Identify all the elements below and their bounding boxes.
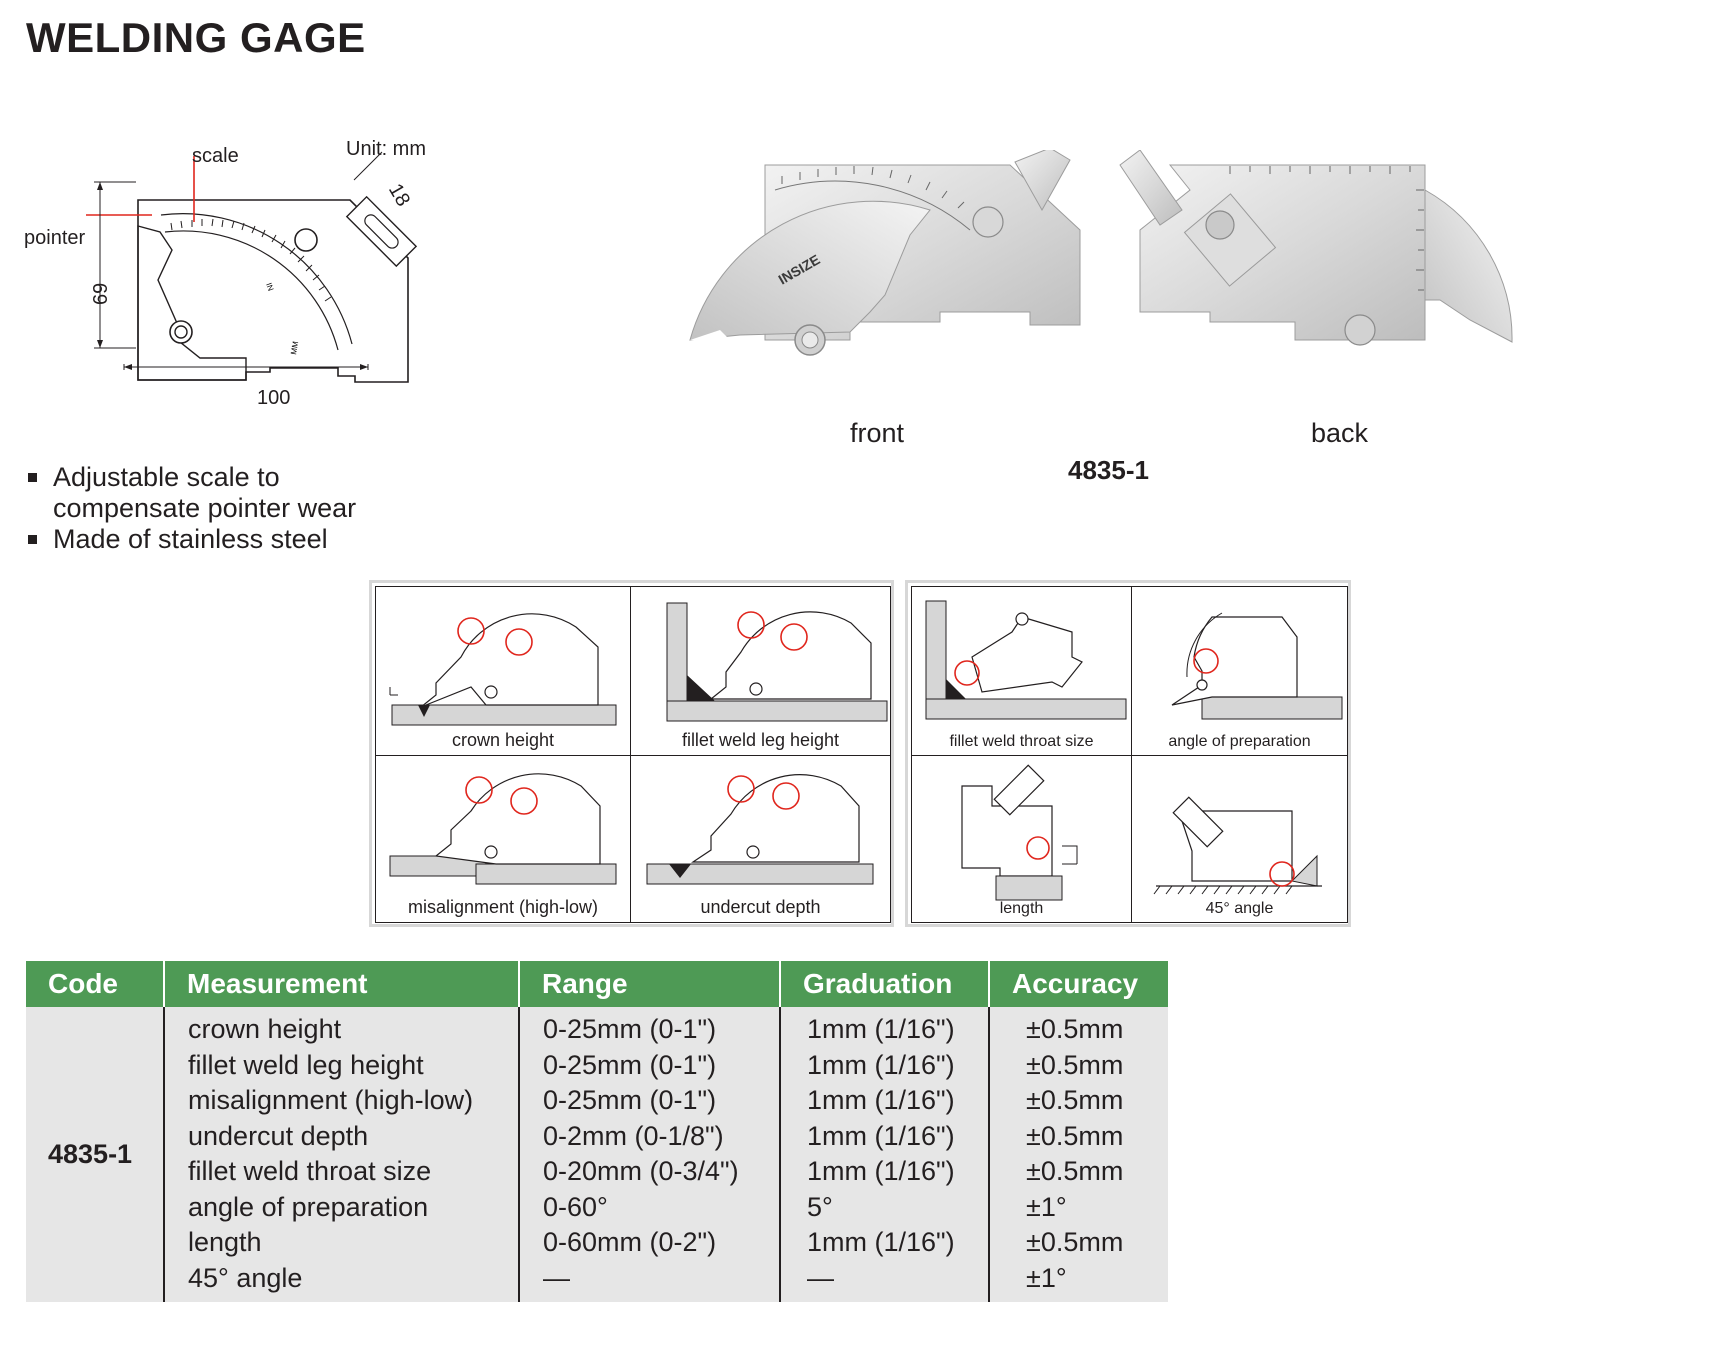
usage-length: length (911, 755, 1132, 923)
page-title: WELDING GAGE (26, 14, 366, 61)
back-caption: back (1311, 418, 1369, 448)
range-value: 0-60° (543, 1191, 608, 1222)
feature-item: Adjustable scale to compensate pointer w… (26, 462, 413, 524)
measurement-value: fillet weld throat size (188, 1156, 432, 1186)
measurement-value: undercut depth (188, 1120, 369, 1151)
unit-label: Unit: mm (346, 138, 426, 160)
usage-misalignment: misalignment (high-low) (375, 755, 631, 923)
accuracy-value: ±0.5mm (1026, 1014, 1124, 1044)
graduation-value: 1mm (1/16") (807, 1085, 955, 1115)
usage-undercut-depth: undercut depth (630, 755, 891, 923)
accuracy-value: ±0.5mm (1026, 1085, 1124, 1115)
measurement-value: fillet weld leg height (188, 1049, 424, 1080)
usage-caption: fillet weld throat size (949, 733, 1094, 750)
graduation-value: 1mm (1/16") (807, 1049, 955, 1080)
header-code: Code (26, 961, 165, 1007)
graduation-value: 1mm (1/16") (807, 1120, 955, 1151)
svg-text:MM: MM (289, 340, 300, 355)
cell-code: 4835-1 (26, 1007, 165, 1302)
graduation-value: 1mm (1/16") (807, 1227, 955, 1257)
back-view (1119, 150, 1513, 346)
measurement-value: crown height (188, 1014, 342, 1044)
accuracy-value: ±0.5mm (1026, 1049, 1124, 1080)
accuracy-value: ±1° (1026, 1262, 1067, 1293)
range-value: — (543, 1262, 570, 1293)
usage-caption: misalignment (high-low) (407, 897, 599, 917)
graduation-value: 1mm (1/16") (807, 1156, 955, 1186)
feature-item: Made of stainless steel (26, 524, 413, 555)
cell-accuracy: ±0.5mm ±0.5mm ±0.5mm ±0.5mm ±0.5mm ±1° ±… (989, 1007, 1168, 1302)
measurement-value: misalignment (high-low) (188, 1085, 474, 1115)
usage-panel-right: fillet weld throat size angle of prepara… (905, 580, 1351, 927)
cell-measurement: crown height fillet weld leg height misa… (164, 1007, 520, 1302)
product-model: 4835-1 (1068, 455, 1149, 485)
range-value: 0-25mm (0-1") (543, 1049, 717, 1080)
usage-fillet-weld-leg-height: fillet weld leg height (630, 586, 891, 756)
accuracy-value: ±0.5mm (1026, 1227, 1124, 1257)
dimension-width: 100 (257, 387, 291, 409)
front-view: INSIZE (689, 150, 1081, 356)
header-graduation: Graduation (780, 961, 990, 1007)
usage-caption: length (999, 900, 1044, 917)
front-caption: front (850, 418, 905, 448)
accuracy-value: ±0.5mm (1026, 1156, 1124, 1186)
svg-text:IN: IN (264, 282, 275, 293)
usage-caption: 45° angle (1205, 900, 1274, 917)
usage-panel-left: crown height fillet weld leg height misa… (369, 580, 894, 927)
usage-fillet-weld-throat-size: fillet weld throat size (911, 586, 1132, 756)
usage-caption: crown height (451, 730, 555, 750)
measurement-value: angle of preparation (188, 1191, 429, 1222)
usage-caption: fillet weld leg height (681, 730, 840, 750)
range-value: 0-25mm (0-1") (543, 1014, 717, 1044)
graduation-value: — (807, 1262, 834, 1293)
measurement-value: 45° angle (188, 1262, 303, 1293)
product-photos: INSIZE (689, 150, 1513, 356)
cell-graduation: 1mm (1/16") 1mm (1/16") 1mm (1/16") 1mm … (780, 1007, 990, 1302)
accuracy-value: ±0.5mm (1026, 1120, 1124, 1151)
accuracy-value: ±1° (1026, 1191, 1067, 1222)
spec-table: Code Measurement Range Graduation Accura… (26, 961, 1168, 1302)
measurement-value: length (188, 1227, 262, 1257)
cell-range: 0-25mm (0-1") 0-25mm (0-1") 0-25mm (0-1"… (519, 1007, 781, 1302)
range-value: 0-2mm (0-1/8") (543, 1120, 724, 1151)
pointer-callout: pointer (24, 227, 86, 249)
graduation-value: 1mm (1/16") (807, 1014, 955, 1044)
dimension-height: 69 (90, 282, 112, 305)
usage-angle-of-preparation: angle of preparation (1131, 586, 1348, 756)
scale-callout: scale (192, 145, 239, 167)
usage-caption: undercut depth (700, 897, 821, 917)
header-accuracy: Accuracy (989, 961, 1168, 1007)
graduation-value: 5° (807, 1191, 833, 1222)
usage-45-angle: 45° angle (1131, 755, 1348, 923)
dimension-drawing: IN MM (86, 151, 418, 383)
table-header-row: Code Measurement Range Graduation Accura… (26, 961, 1168, 1007)
table-row: 4835-1 crown height fillet weld leg heig… (26, 1007, 1168, 1302)
range-value: 0-20mm (0-3/4") (543, 1156, 739, 1186)
usage-crown-height: crown height (375, 586, 631, 756)
range-value: 0-25mm (0-1") (543, 1085, 717, 1115)
header-measurement: Measurement (164, 961, 520, 1007)
feature-list: Adjustable scale to compensate pointer w… (26, 462, 413, 555)
usage-caption: angle of preparation (1168, 733, 1311, 750)
range-value: 0-60mm (0-2") (543, 1227, 717, 1257)
header-range: Range (519, 961, 781, 1007)
